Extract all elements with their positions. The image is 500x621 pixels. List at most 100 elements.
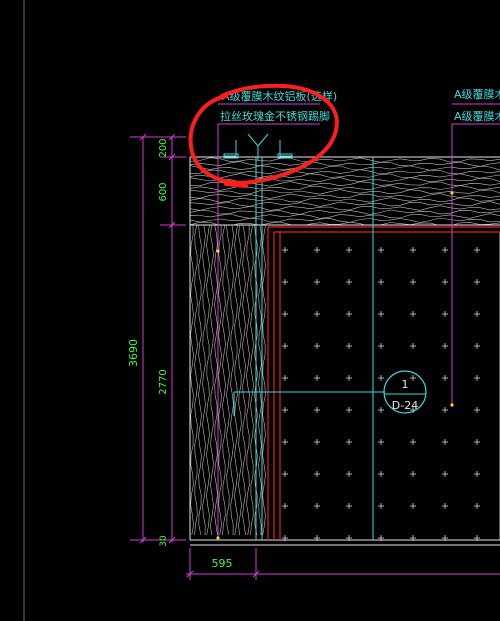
wood-grain-line: [190, 193, 500, 199]
grid-cross-mark: [410, 343, 416, 349]
grid-cross-mark: [474, 375, 480, 381]
dim-seg-600: 600: [158, 182, 169, 201]
grid-cross-mark: [282, 343, 288, 349]
wood-grain-line: [242, 225, 246, 536]
grid-cross-mark: [346, 439, 352, 445]
grid-cross-mark: [314, 311, 320, 317]
wood-grain-line: [246, 225, 250, 536]
wood-grain-line: [190, 225, 194, 536]
wood-grain-line: [226, 225, 230, 536]
callout-sheet: D-24: [392, 399, 418, 412]
wood-grain-line: [258, 225, 262, 536]
grid-cross-mark: [378, 503, 384, 509]
stone-panel-grid: [282, 232, 500, 541]
grid-cross-mark: [282, 375, 288, 381]
grid-cross-mark: [346, 407, 352, 413]
grid-cross-mark: [346, 343, 352, 349]
section-callout[interactable]: 1 D-24: [383, 370, 427, 414]
grid-cross-mark: [314, 279, 320, 285]
grid-cross-mark: [346, 311, 352, 317]
grid-cross-mark: [378, 247, 384, 253]
grid-cross-mark: [410, 471, 416, 477]
grid-cross-mark: [474, 343, 480, 349]
wood-grain-line: [262, 225, 266, 536]
wood-grain-line: [222, 225, 226, 536]
vertical-dimension-labels: 3690 200 600 2770 30: [127, 138, 169, 546]
hand-drawn-highlight-tail: [224, 182, 248, 188]
grid-cross-mark: [282, 247, 288, 253]
grid-cross-mark: [378, 311, 384, 317]
grid-cross-mark: [346, 535, 352, 541]
grid-cross-mark: [474, 279, 480, 285]
grid-cross-mark: [282, 503, 288, 509]
grid-cross-mark: [410, 503, 416, 509]
grid-cross-mark: [410, 535, 416, 541]
grid-cross-mark: [474, 311, 480, 317]
wood-veneer-column: [190, 225, 266, 536]
grid-cross-mark: [282, 535, 288, 541]
grid-cross-mark: [474, 471, 480, 477]
grid-cross-mark: [282, 439, 288, 445]
dim-seg-2770: 2770: [158, 369, 169, 394]
grid-cross-mark: [282, 311, 288, 317]
wood-grain-line: [234, 225, 238, 536]
annotation-leader-lines: [233, 157, 385, 540]
grid-cross-mark: [442, 407, 448, 413]
grid-cross-mark: [442, 343, 448, 349]
grid-cross-mark: [442, 471, 448, 477]
grid-cross-mark: [442, 439, 448, 445]
wood-grain-line: [194, 225, 198, 536]
note-top-right[interactable]: A级覆膜木纹 A级覆膜木纹: [452, 87, 500, 125]
wood-grain-line: [250, 225, 254, 536]
snap-nodes: [216, 191, 454, 540]
grid-cross-mark: [314, 503, 320, 509]
grid-cross-mark: [378, 471, 384, 477]
wood-grain-line: [190, 201, 500, 207]
hand-drawn-highlight-circle: [188, 83, 339, 185]
dim-seg-30: 30: [159, 535, 169, 547]
magenta-leaders: [217, 124, 453, 540]
grid-cross-mark: [314, 343, 320, 349]
grid-cross-mark: [314, 407, 320, 413]
callout-number: 1: [402, 378, 409, 391]
wood-grain-line: [210, 225, 214, 536]
grid-cross-mark: [474, 503, 480, 509]
wood-grain-line: [190, 213, 500, 219]
grid-cross-mark: [410, 439, 416, 445]
vertical-dimension-chain: [130, 133, 186, 544]
grid-cross-mark: [442, 247, 448, 253]
note-right-label-1: A级覆膜木纹: [454, 87, 500, 101]
grid-cross-mark: [474, 247, 480, 253]
wood-grain-line: [190, 165, 500, 171]
grid-cross-mark: [474, 439, 480, 445]
wood-grain-line: [198, 225, 202, 536]
grid-cross-mark: [474, 407, 480, 413]
grid-cross-mark: [378, 375, 384, 381]
grid-cross-mark: [282, 471, 288, 477]
wood-grain-line: [190, 169, 500, 175]
wood-grain-line: [206, 225, 210, 536]
dim-seg-200: 200: [158, 138, 169, 157]
grid-cross-mark: [378, 439, 384, 445]
elevation-outline: [189, 156, 500, 546]
grid-cross-mark: [442, 279, 448, 285]
grid-cross-mark: [442, 535, 448, 541]
wood-grain-line: [230, 225, 234, 536]
wood-grain-line: [190, 185, 500, 191]
dim-width-595: 595: [212, 557, 233, 570]
wood-grain-line: [202, 225, 206, 536]
grid-cross-mark: [314, 247, 320, 253]
grid-cross-mark: [378, 343, 384, 349]
grid-cross-mark: [346, 471, 352, 477]
grid-cross-mark: [346, 279, 352, 285]
grid-cross-mark: [314, 439, 320, 445]
wood-grain-line: [190, 209, 500, 215]
dim-total-height: 3690: [127, 339, 140, 367]
grid-cross-mark: [474, 535, 480, 541]
wood-grain-line: [190, 157, 500, 163]
wood-grain-line: [190, 161, 500, 167]
grid-cross-mark: [282, 279, 288, 285]
wood-grain-line: [190, 189, 500, 195]
wood-grain-line: [190, 221, 500, 225]
